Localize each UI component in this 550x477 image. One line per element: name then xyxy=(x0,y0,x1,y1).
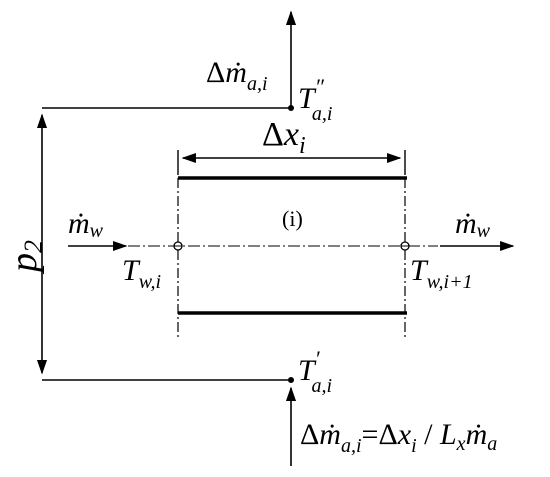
cell-index-label: (i) xyxy=(282,206,303,231)
air-outlet-temp-label: T″a,i xyxy=(298,74,332,125)
water-outflow-label: ṁw xyxy=(455,207,491,242)
p2-label: p2 xyxy=(3,240,48,275)
air-mass-flow-equation: Δṁa,i=Δxi / Lxṁa xyxy=(300,418,497,457)
bottom-node-dot xyxy=(288,377,294,383)
water-inlet-temp-label: Tw,i xyxy=(122,254,161,293)
air-inlet-temp-label: T′a,i xyxy=(298,346,332,397)
dx-label: Δxi xyxy=(262,116,306,159)
water-inflow-label: ṁw xyxy=(68,207,104,242)
water-outlet-temp-label: Tw,i+1 xyxy=(410,254,473,293)
air-outflow-label: Δṁa,i xyxy=(206,56,268,95)
